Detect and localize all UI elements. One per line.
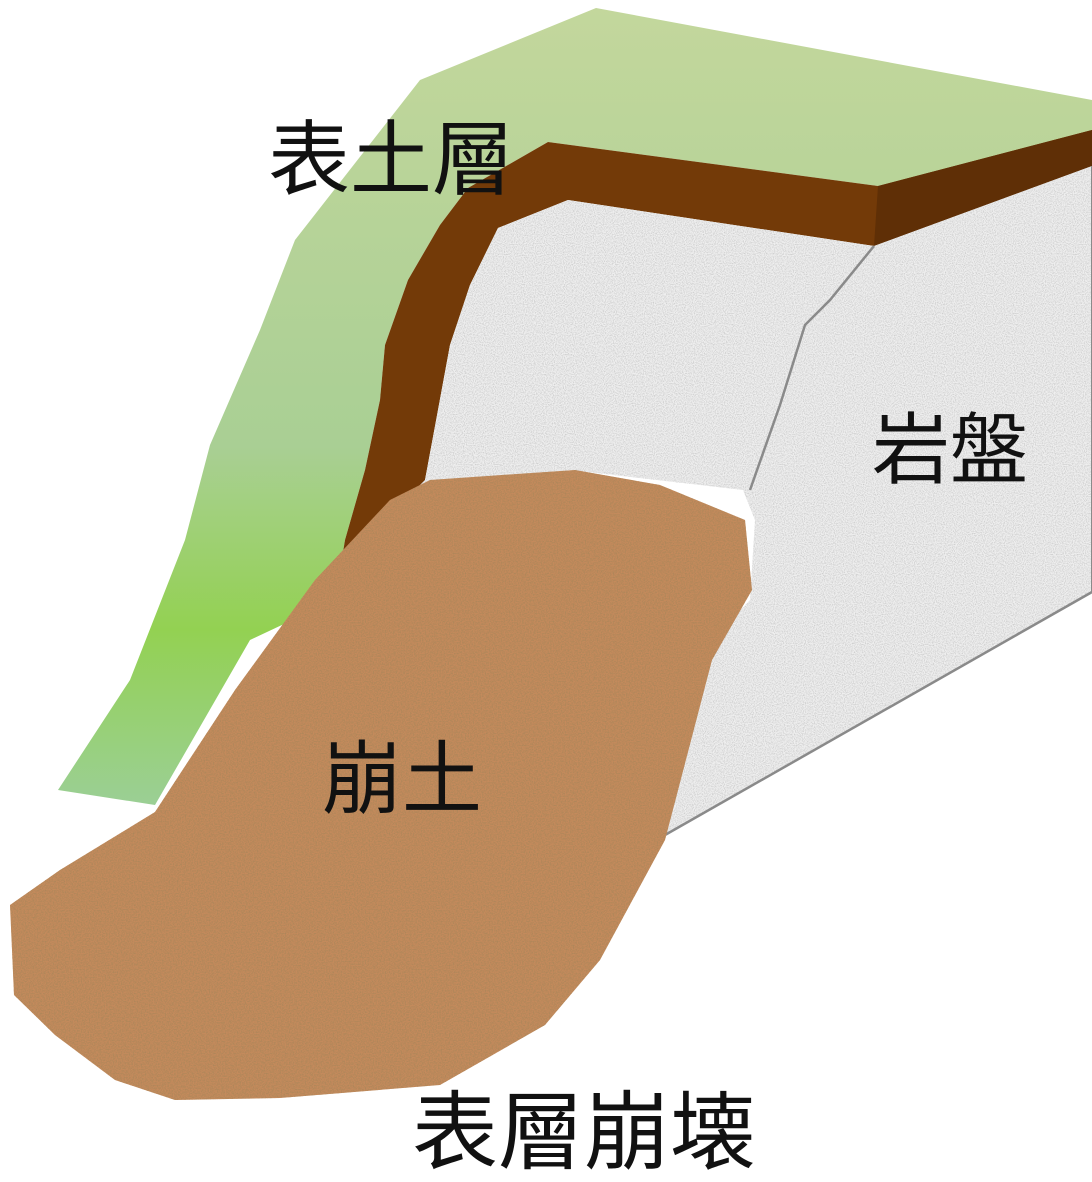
topsoil-layer (330, 130, 1092, 630)
debris-mass (10, 470, 752, 1100)
bedrock-label: 岩盤 (872, 406, 1029, 496)
bedrock-block (415, 166, 1092, 837)
diagram-title: 表層崩壊 (412, 1083, 756, 1182)
debris-label: 崩土 (322, 733, 482, 826)
topsoil-label: 表土層 (268, 113, 515, 208)
